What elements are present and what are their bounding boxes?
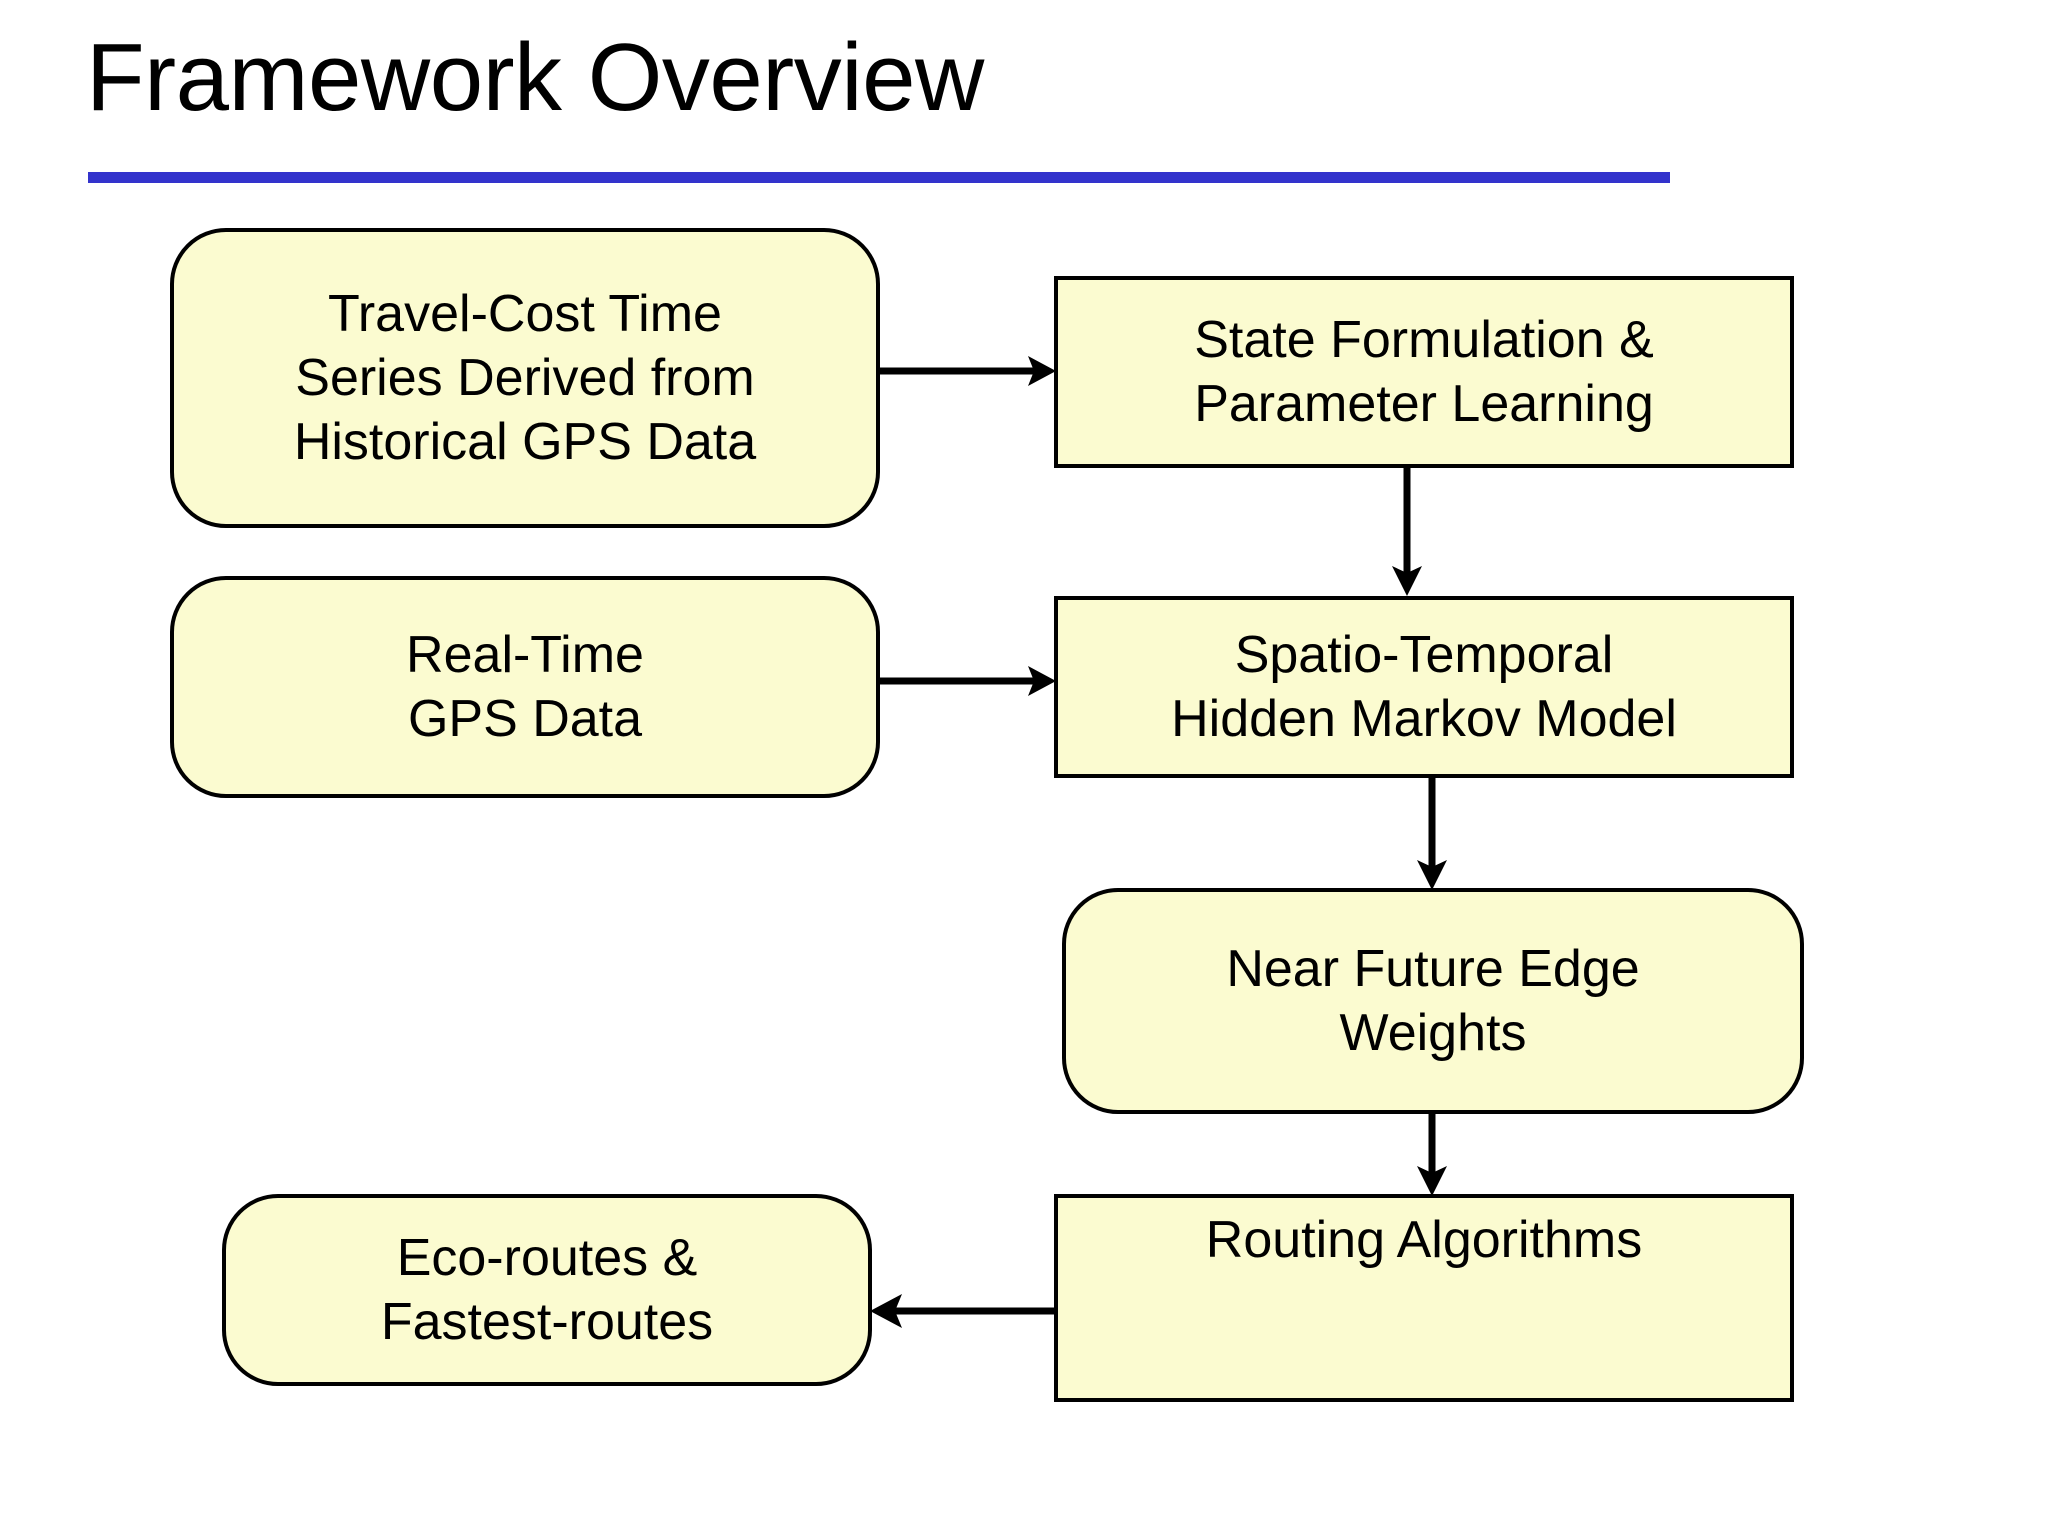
node-routing-algorithms[interactable]: Routing Algorithms [1054, 1194, 1794, 1402]
node-eco-fastest-routes[interactable]: Eco-routes & Fastest-routes [222, 1194, 872, 1386]
title-underline-rule [88, 172, 1670, 183]
node-spatio-temporal-hmm[interactable]: Spatio-Temporal Hidden Markov Model [1054, 596, 1794, 778]
node-state-formulation[interactable]: State Formulation & Parameter Learning [1054, 276, 1794, 468]
edge-travel-cost-to-state-formulation [876, 348, 1062, 394]
edge-edge-weights-to-routing [1409, 1112, 1455, 1200]
node-near-future-edge-weights[interactable]: Near Future Edge Weights [1062, 888, 1804, 1114]
edge-hmm-to-edge-weights [1409, 776, 1455, 894]
node-real-time-gps-data[interactable]: Real-Time GPS Data [170, 576, 880, 798]
edge-real-time-gps-to-hmm [876, 658, 1062, 704]
edge-routing-to-eco-fastest-routes [866, 1288, 1058, 1334]
edge-state-formulation-to-hmm [1384, 466, 1430, 600]
node-travel-cost-time-series[interactable]: Travel-Cost Time Series Derived from His… [170, 228, 880, 528]
page-title: Framework Overview [86, 24, 984, 131]
